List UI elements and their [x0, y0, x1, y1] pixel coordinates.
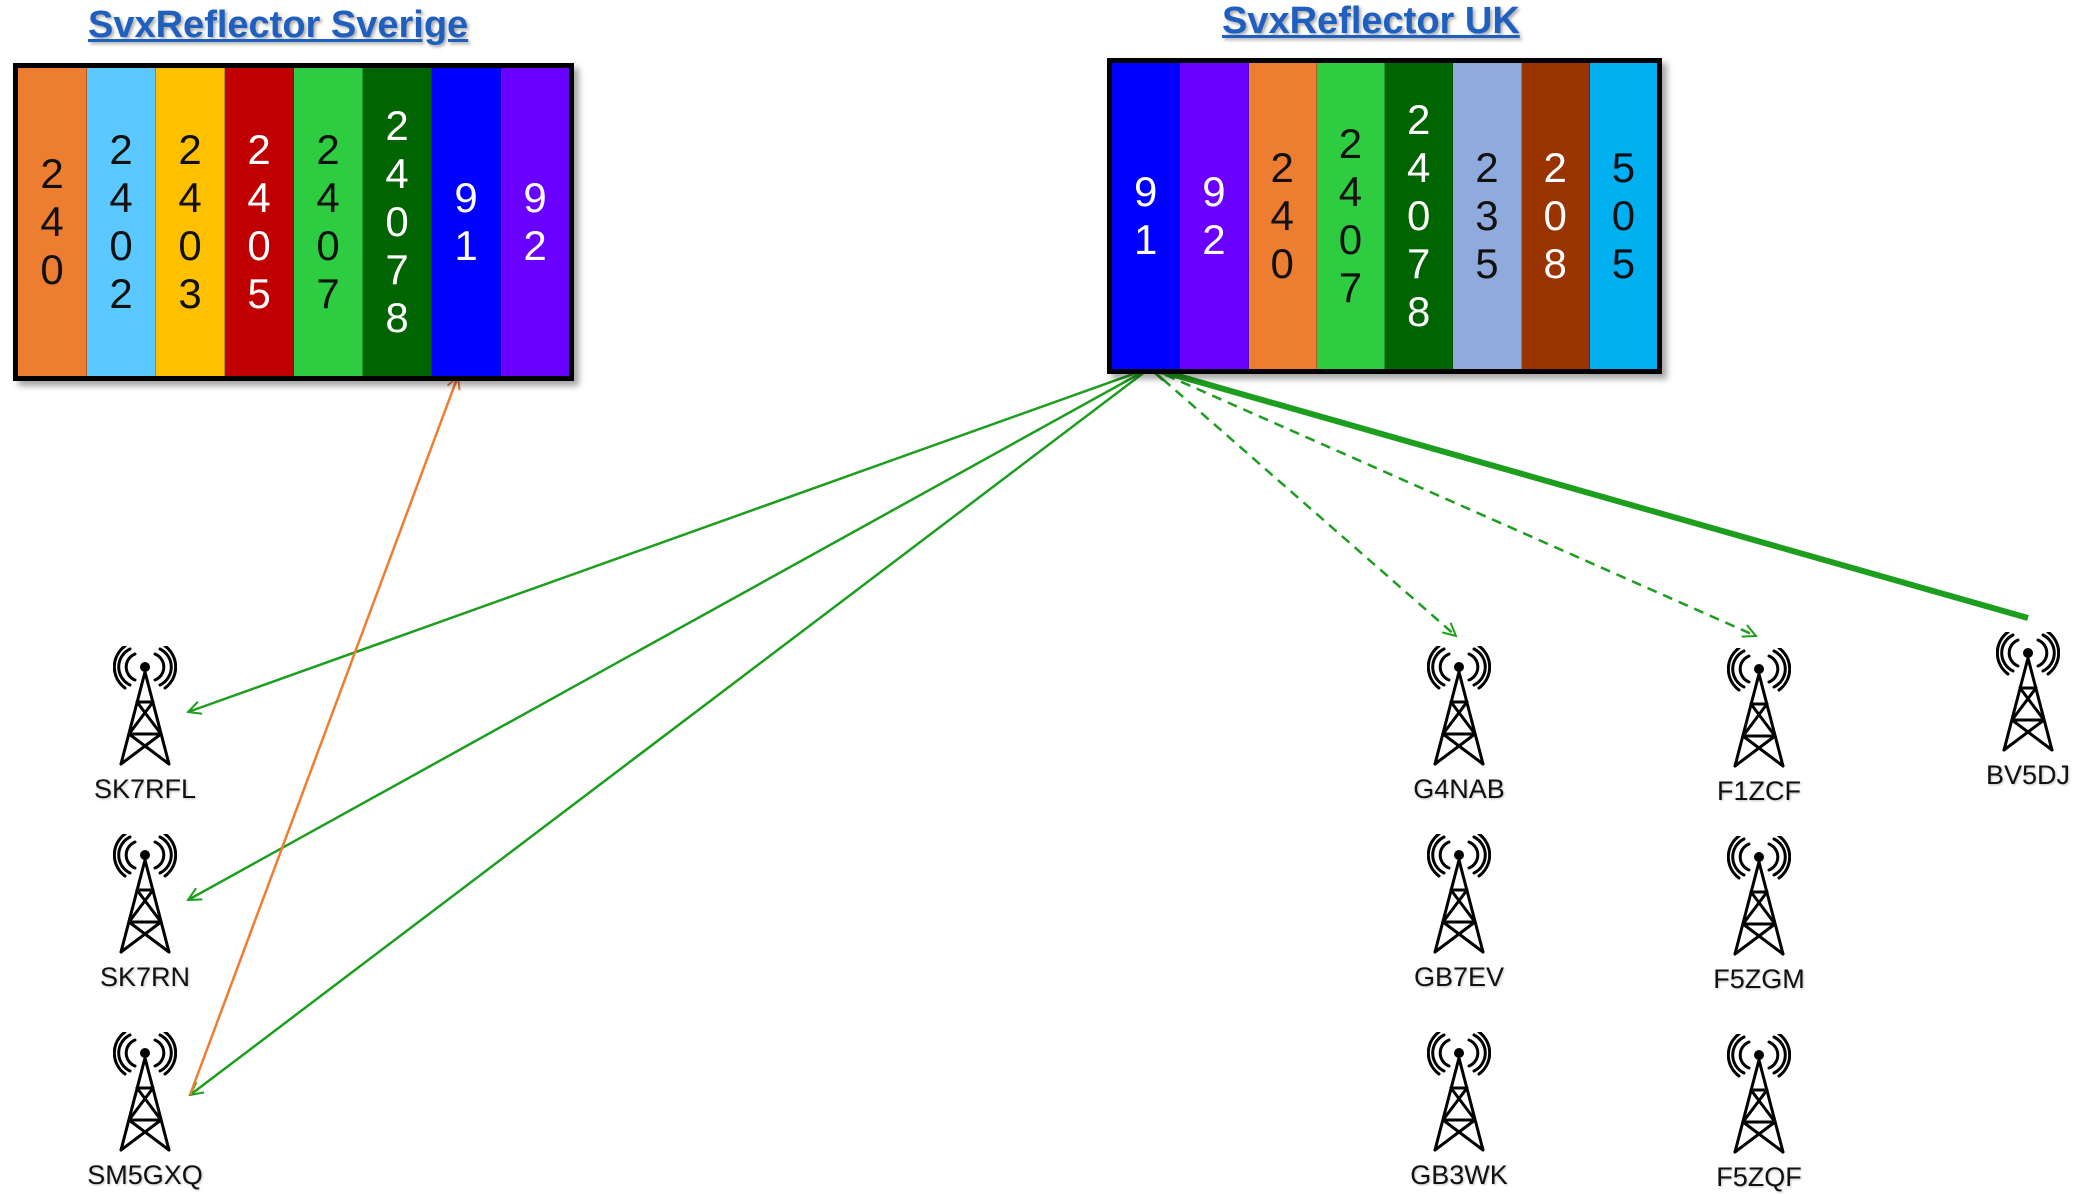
link-BV5DJ-to-uk — [1150, 368, 2029, 621]
reflector-sverige-box: 240 2402 2403 2405 2407 24078 91 92 — [13, 63, 574, 381]
radio-tower-icon — [1727, 1034, 1791, 1154]
talkgroup-label: 92 — [1202, 168, 1226, 263]
radio-tower-icon — [1427, 646, 1491, 766]
talkgroup-sverige-2407: 2407 — [294, 68, 363, 376]
talkgroup-label: 240 — [40, 150, 64, 293]
talkgroup-label: 208 — [1543, 144, 1567, 287]
station-f5zqf: F5ZQF — [1699, 1034, 1819, 1193]
link-uk-to-SK7RFL — [188, 366, 1151, 712]
talkgroup-uk-208: 208 — [1521, 63, 1590, 369]
station-gb3wk: GB3WK — [1399, 1032, 1519, 1191]
station-label: F5ZQF — [1716, 1162, 1802, 1192]
talkgroup-sverige-2402: 2402 — [87, 68, 156, 376]
station-g4nab: G4NAB — [1399, 646, 1519, 805]
station-f1zcf: F1ZCF — [1699, 648, 1819, 807]
link-SM5GXQ-to-sverige — [188, 376, 458, 1096]
talkgroup-label: 24078 — [1406, 96, 1431, 335]
talkgroup-label: 240 — [1270, 144, 1294, 287]
talkgroup-uk-92: 92 — [1180, 63, 1249, 369]
talkgroup-sverige-91: 91 — [432, 68, 501, 376]
talkgroup-label: 2405 — [247, 126, 271, 317]
radio-tower-icon — [1427, 834, 1491, 954]
talkgroup-uk-2407: 2407 — [1316, 63, 1385, 369]
talkgroup-label: 2407 — [316, 126, 340, 317]
talkgroup-label: 2402 — [109, 126, 133, 317]
talkgroup-sverige-2403: 2403 — [156, 68, 225, 376]
talkgroup-uk-24078: 24078 — [1385, 63, 1454, 369]
talkgroup-uk-235: 235 — [1453, 63, 1522, 369]
station-gb7ev: GB7EV — [1399, 834, 1519, 993]
radio-tower-icon — [113, 1032, 177, 1152]
talkgroup-label: 2407 — [1338, 120, 1363, 311]
link-uk-to-F1ZCF — [1149, 366, 1756, 636]
station-label: F5ZGM — [1713, 964, 1805, 994]
radio-tower-icon — [1996, 632, 2060, 752]
radio-tower-icon — [113, 834, 177, 954]
reflector-uk-box: 91 92 240 2407 24078 235 208 505 — [1107, 58, 1662, 374]
talkgroup-label: 505 — [1611, 144, 1636, 287]
station-label: F1ZCF — [1717, 776, 1801, 806]
station-label: GB7EV — [1413, 962, 1505, 992]
radio-tower-icon — [1427, 1032, 1491, 1152]
talkgroup-sverige-240: 240 — [18, 68, 87, 376]
talkgroup-label: 2403 — [178, 126, 202, 317]
station-label: BV5DJ — [1985, 760, 2071, 790]
radio-tower-icon — [1727, 648, 1791, 768]
talkgroup-uk-91: 91 — [1112, 63, 1181, 369]
talkgroup-label: 91 — [1133, 168, 1158, 263]
station-label: G4NAB — [1413, 774, 1505, 804]
talkgroup-uk-505: 505 — [1589, 63, 1657, 369]
radio-tower-icon — [113, 646, 177, 766]
station-f5zgm: F5ZGM — [1699, 836, 1819, 995]
talkgroup-label: 91 — [454, 174, 478, 269]
talkgroup-label: 24078 — [385, 102, 409, 341]
station-label: GB3WK — [1410, 1160, 1508, 1190]
station-label: SK7RN — [99, 962, 191, 992]
radio-tower-icon — [1727, 836, 1791, 956]
talkgroup-label: 235 — [1475, 144, 1499, 287]
talkgroup-label: 92 — [523, 174, 547, 269]
link-uk-to-SK7RN — [188, 366, 1151, 902]
station-label: SM5GXQ — [87, 1160, 203, 1190]
link-uk-to-G4NAB — [1149, 367, 1456, 636]
station-label: SK7RFL — [93, 774, 197, 804]
station-bv5dj: BV5DJ — [1968, 632, 2077, 791]
talkgroup-sverige-24078: 24078 — [363, 68, 432, 376]
station-sk7rn: SK7RN — [85, 834, 205, 993]
reflector-uk-title: SvxReflector UK — [1222, 0, 1520, 42]
talkgroup-uk-240: 240 — [1248, 63, 1317, 369]
reflector-sverige-title: SvxReflector Sverige — [88, 4, 469, 46]
station-sk7rfl: SK7RFL — [85, 646, 205, 805]
station-sm5gxq: SM5GXQ — [85, 1032, 205, 1191]
talkgroup-sverige-92: 92 — [501, 68, 569, 376]
link-uk-to-SM5GXQ — [190, 367, 1151, 1095]
talkgroup-sverige-2405: 2405 — [225, 68, 294, 376]
